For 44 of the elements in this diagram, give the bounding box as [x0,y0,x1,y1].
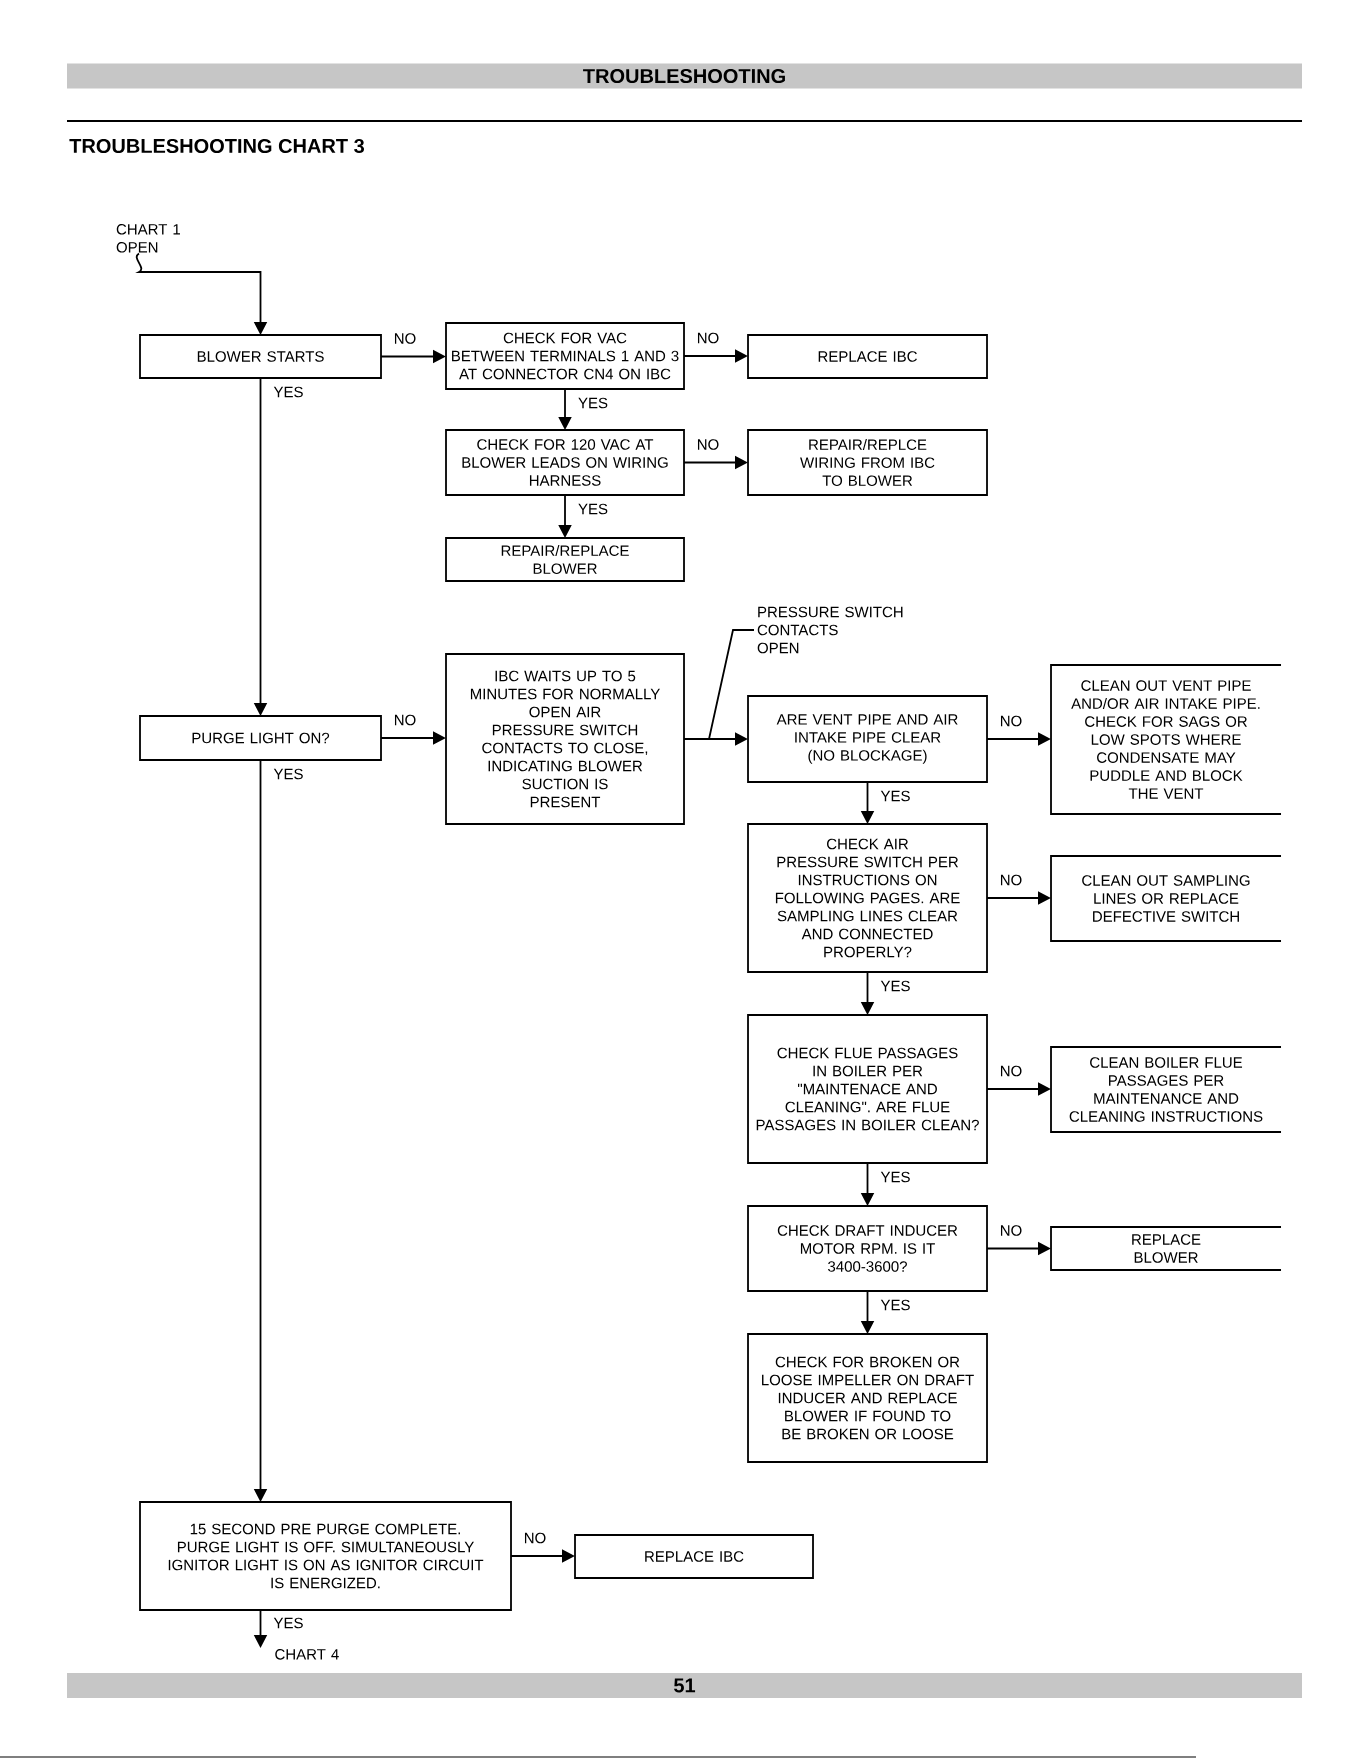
process-box: CHECK AIR PRESSURE SWITCH PER INSTRUCTIONS ON FOLLOWING PAGES. ARE SAMPLING LINES CLEAR AND CONNECTED PROPERLY? [747,823,988,973]
edge-label: NO [698,332,719,344]
edge-label: YES [578,397,608,409]
edge-label: NO [1001,715,1022,727]
process-box: REPAIR/REPLACE BLOWER [445,537,685,582]
leader-line [708,629,755,740]
edge-label: YES [273,386,303,398]
header-band: TROUBLESHOOTING [67,63,1302,89]
edge-label: NO [1001,1065,1022,1077]
edge-label: YES [880,790,910,802]
process-box: CHECK FLUE PASSAGES IN BOILER PER "MAINTENACE AND CLEANING". ARE FLUE PASSAGES IN BOILER CLEAN? [747,1014,988,1164]
process-box: CLEAN OUT VENT PIPE AND/OR AIR INTAKE PIPE. CHECK FOR SAGS OR LOW SPOTS WHERE CONDENSATE MAY PUDDLE AND BLOCK THE VENT [1050,664,1282,815]
edge-label: NO [1001,1225,1022,1236]
process-box: CHECK DRAFT INDUCER MOTOR RPM. IS IT 3400-3600? [747,1205,988,1292]
process-box: CHECK FOR BROKEN OR LOOSE IMPELLER ON DRAFT INDUCER AND REPLACE BLOWER IF FOUND TO BE BROKEN OR LOOSE [747,1333,988,1463]
process-box: CHECK FOR 120 VAC AT BLOWER LEADS ON WIRING HARNESS [445,429,685,496]
edge-label: YES [880,1299,910,1311]
process-box: CLEAN OUT SAMPLING LINES OR REPLACE DEFECTIVE SWITCH [1050,855,1282,942]
edge-label: NO [698,439,719,450]
edge-label: NO [525,1532,546,1544]
process-box: PURGE LIGHT ON? [139,715,382,761]
process-box: CLEAN BOILER FLUE PASSAGES PER MAINTENANCE AND CLEANING INSTRUCTIONS [1050,1046,1282,1133]
process-box: BLOWER STARTS [139,334,382,379]
edge-label: NO [395,333,416,344]
edge-label: YES [880,980,910,992]
process-box: REPLACE IBC [574,1534,814,1579]
footer-band: 51 [67,1673,1302,1698]
process-box: ARE VENT PIPE AND AIR INTAKE PIPE CLEAR (NO BLOCKAGE) [747,695,988,783]
callout-text: PRESSURE SWITCH CONTACTS OPEN [757,606,903,654]
edge-label: NO [395,714,416,726]
process-box: REPLACE IBC [747,334,988,379]
process-box: REPAIR/REPLCE WIRING FROM IBC TO BLOWER [747,429,988,496]
edge-label: YES [273,768,303,780]
edge-label: NO [1001,874,1022,886]
chart-title: TROUBLESHOOTING CHART 3 [69,138,364,154]
process-box: CHECK FOR VAC BETWEEN TERMINALS 1 AND 3 AT CONNECTOR CN4 ON IBC [445,322,685,390]
process-box: IBC WAITS UP TO 5 MINUTES FOR NORMALLY OPEN AIR PRESSURE SWITCH CONTACTS TO CLOSE, INDICATING BLOWER SUCTION IS PRESENT [445,653,685,825]
edge-label: YES [273,1617,303,1629]
edge-label: YES [880,1171,910,1183]
chart-link-text: CHART 4 [275,1649,339,1660]
chart-link-text: CHART 1 OPEN [116,224,180,253]
process-box: REPLACE BLOWER [1050,1226,1282,1271]
process-box: 15 SECOND PRE PURGE COMPLETE. PURGE LIGHT IS OFF. SIMULTANEOUSLY IGNITOR LIGHT IS ON AS IGNITOR CIRCUIT IS ENERGIZED. [139,1501,512,1611]
edge-label: YES [578,503,608,515]
